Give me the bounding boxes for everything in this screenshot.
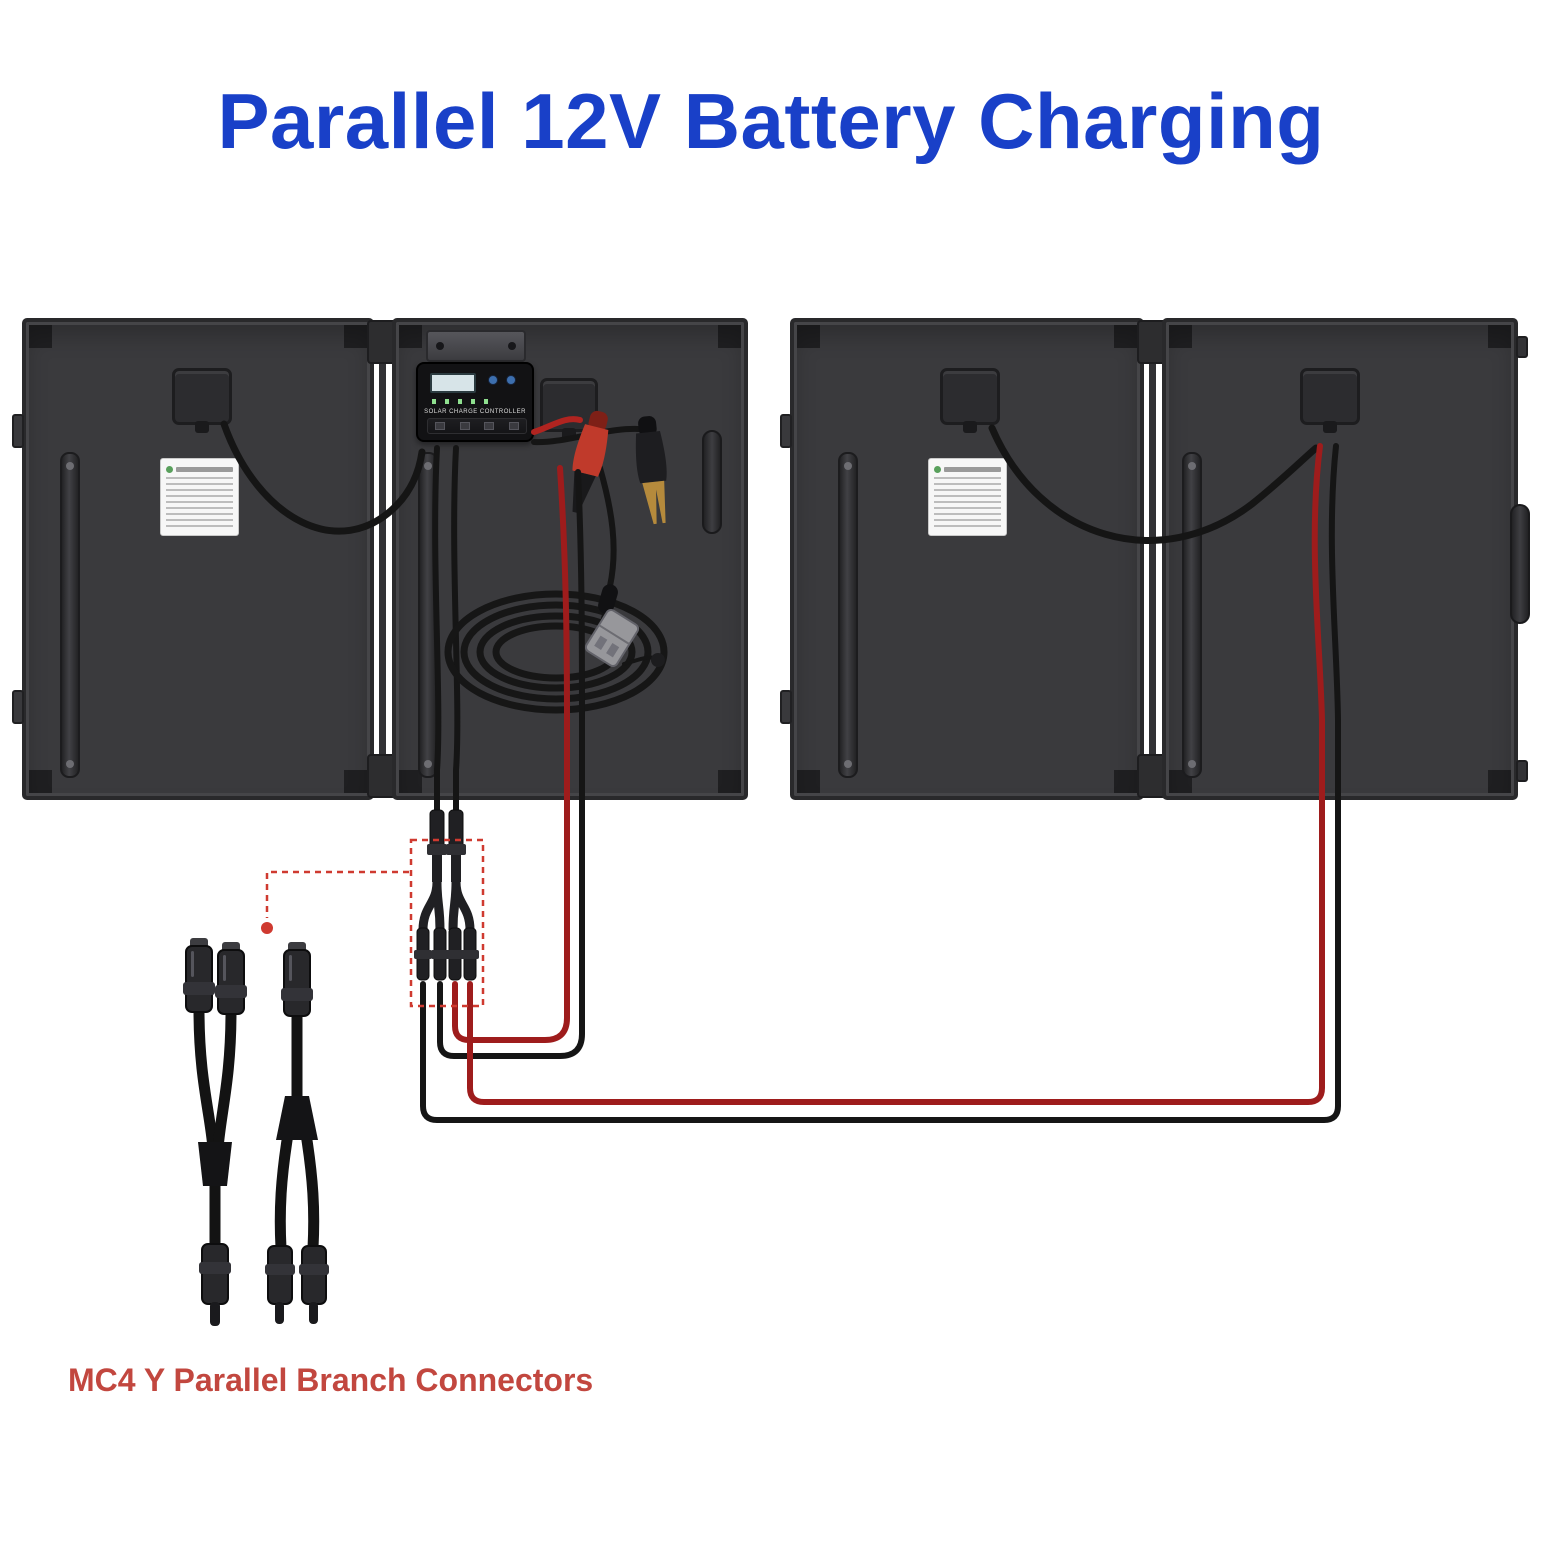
latch xyxy=(12,414,24,448)
annotation-dot xyxy=(261,922,273,934)
mc4-y-connector-1to2 xyxy=(265,942,329,1324)
controller-terminals xyxy=(427,418,527,434)
controller-mount-bracket xyxy=(426,330,526,362)
right-suitcase-left-half xyxy=(790,318,1144,800)
junction-box xyxy=(540,378,598,432)
left-solar-suitcase: SOLAR CHARGE CONTROLLER xyxy=(12,318,748,800)
page-title: Parallel 12V Battery Charging xyxy=(217,77,1325,165)
solar-charge-controller: SOLAR CHARGE CONTROLLER xyxy=(416,362,534,442)
hinge xyxy=(367,320,402,798)
corner-latch xyxy=(1516,336,1528,358)
caption-mc4-connectors: MC4 Y Parallel Branch Connectors xyxy=(68,1362,594,1398)
controller-button xyxy=(488,375,498,385)
annotation-leader-line xyxy=(265,870,409,918)
kickstand-leg xyxy=(60,452,80,778)
spec-label-header xyxy=(934,465,1001,473)
kickstand-leg xyxy=(838,452,858,778)
right-suitcase-right-half xyxy=(1162,318,1518,800)
right-solar-suitcase xyxy=(780,318,1530,800)
spec-label-lines xyxy=(934,477,1001,529)
junction-box xyxy=(172,368,232,425)
latch xyxy=(12,690,24,724)
controller-button xyxy=(506,375,516,385)
mc4-branch-cluster xyxy=(414,809,479,981)
kickstand-leg xyxy=(1182,452,1202,778)
controller-label: SOLAR CHARGE CONTROLLER xyxy=(424,409,526,415)
latch xyxy=(780,414,792,448)
latch xyxy=(780,690,792,724)
left-suitcase-left-half xyxy=(22,318,374,800)
spec-label xyxy=(160,458,239,536)
annotation-dashed-box xyxy=(409,838,485,1008)
carry-handle xyxy=(1510,504,1530,624)
junction-box xyxy=(940,368,1000,425)
spec-label xyxy=(928,458,1007,536)
spec-label-header xyxy=(166,465,233,473)
carry-handle xyxy=(702,430,722,534)
corner-latch xyxy=(1516,760,1528,782)
hinge xyxy=(1137,320,1172,798)
controller-led-row xyxy=(432,399,496,404)
spec-label-lines xyxy=(166,477,233,529)
controller-display xyxy=(430,373,476,393)
mc4-y-connector-2to1 xyxy=(183,938,247,1326)
kickstand-leg xyxy=(418,452,438,778)
junction-box xyxy=(1300,368,1360,425)
